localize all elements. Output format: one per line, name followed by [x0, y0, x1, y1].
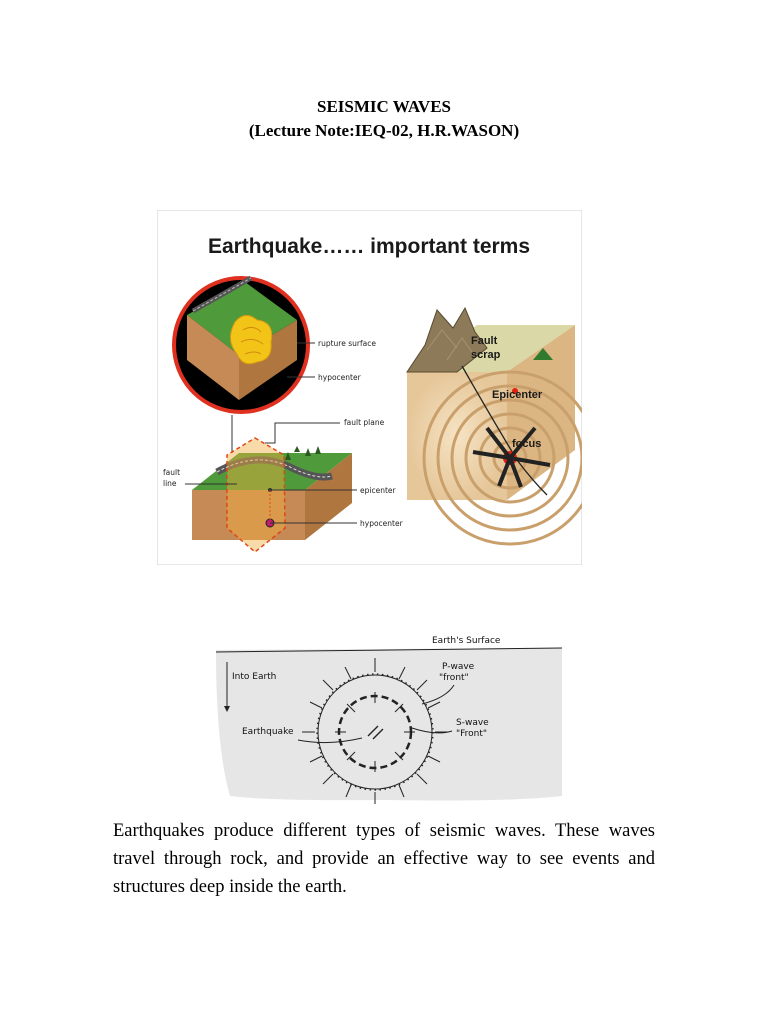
page-subtitle: (Lecture Note:IEQ-02, H.R.WASON) — [248, 121, 520, 140]
label-focus: focus — [512, 438, 541, 450]
label-fault-line-1: fault — [163, 468, 180, 477]
body-paragraph: Earthquakes produce different types of s… — [113, 821, 655, 897]
title-block: SEISMIC WAVES (Lecture Note:IEQ-02, H.R.… — [0, 95, 768, 143]
page-title: SEISMIC WAVES — [316, 97, 452, 116]
label-earthquake: Earthquake — [242, 727, 294, 737]
label-hypocenter-top: hypocenter — [318, 373, 362, 382]
fault-3d-block — [406, 306, 582, 546]
label-swave-2: "Front" — [456, 729, 487, 739]
label-fault-scrap-2: scrap — [471, 349, 501, 361]
label-swave-1: S-wave — [456, 718, 489, 728]
label-epicenter-big: Epicenter — [492, 389, 543, 401]
rupture-inset — [172, 275, 310, 414]
earthquake-terms-figure: Earthquake…… important terms rupture sur… — [157, 210, 582, 565]
figure1-heading: Earthquake…… important terms — [208, 235, 530, 258]
label-fault-scrap-1: Fault — [471, 335, 498, 347]
label-pwave-1: P-wave — [442, 662, 475, 672]
label-rupture-surface: rupture surface — [318, 339, 376, 348]
label-fault-plane: fault plane — [344, 418, 385, 427]
label-pwave-2: "front" — [439, 673, 469, 683]
label-hypocenter-bottom: hypocenter — [360, 519, 404, 528]
label-epicenter-small: epicenter — [360, 486, 397, 495]
fault-block — [192, 437, 352, 553]
seismic-wavefront-sketch: Earth's Surface Into Earth P-wave "front… — [215, 636, 562, 804]
outward-arrows — [302, 658, 448, 804]
label-into-earth: Into Earth — [232, 672, 276, 682]
label-earths-surface: Earth's Surface — [432, 636, 501, 646]
label-fault-line-2: line — [163, 479, 177, 488]
